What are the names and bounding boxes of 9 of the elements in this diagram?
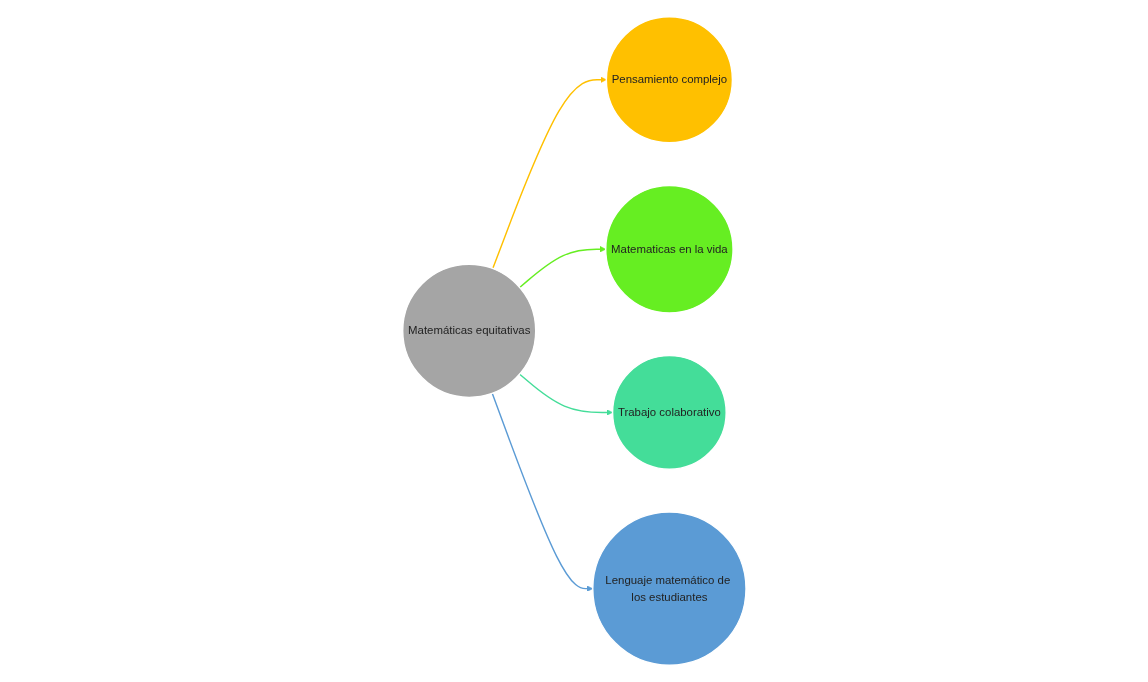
node-circle: Matematicas en la vida [604, 184, 734, 314]
node-circle: Pensamiento complejo [605, 16, 733, 144]
node-circle: Trabajo colaborativo [611, 354, 727, 470]
arrow [518, 246, 606, 289]
node-circle: Lenguaje matemático de los estudiantes [591, 511, 747, 666]
arrow [491, 76, 607, 270]
node-circle: Matemáticas equitativas [401, 263, 537, 399]
arrow [491, 392, 593, 592]
arrow [518, 373, 613, 416]
